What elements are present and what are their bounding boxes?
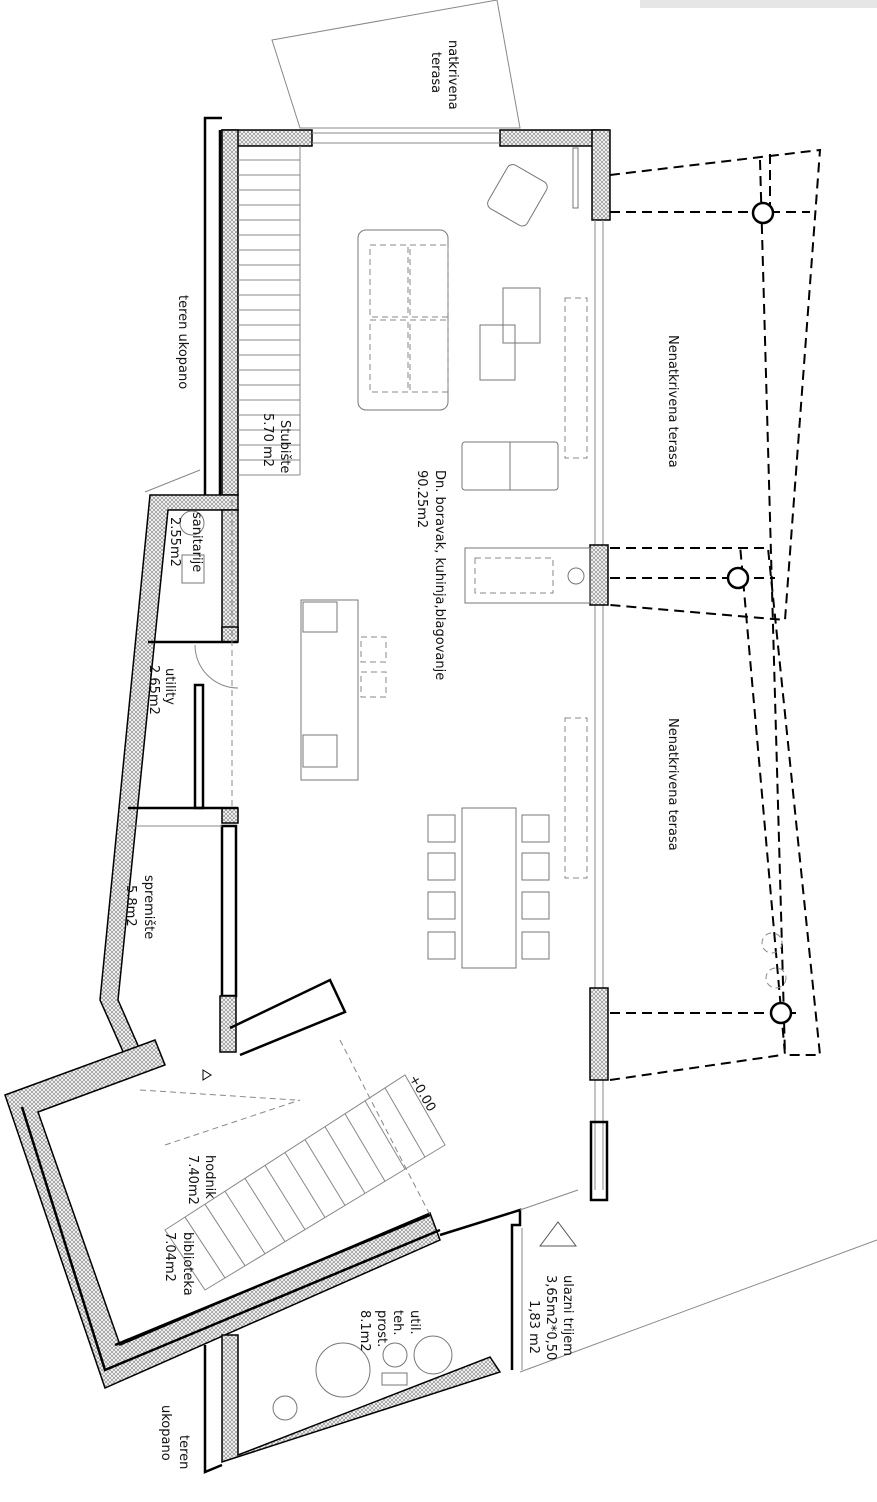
stair-tread: [324, 1126, 366, 1194]
upper-stair-dashed: [139, 1039, 431, 1216]
label-library: biblioteka: [180, 1232, 195, 1296]
direction-arrow-icon: [202, 1069, 212, 1081]
kitchen-island: [300, 599, 359, 781]
label-storage: spremište: [141, 875, 156, 939]
dining-chair: [521, 931, 550, 960]
sofa-cushion: [409, 244, 449, 318]
sofa-cushion: [409, 319, 449, 393]
stair-wall: [203, 116, 239, 496]
right-facade: [589, 220, 609, 1202]
sofa: [357, 229, 449, 411]
dining-table: [461, 807, 517, 969]
dining-chair: [427, 931, 456, 960]
label-terrace-1: Nenatkrivena terasa: [665, 335, 680, 468]
label-ground: teren ukopano: [175, 295, 190, 389]
sofa-cushion: [369, 319, 409, 393]
label-entrance-porch-area: 3,65m2*0,50: [543, 1275, 558, 1360]
stair-tread: [224, 1190, 266, 1255]
dining-chair: [427, 891, 456, 920]
dining-chair: [427, 814, 456, 843]
fireplace: [464, 547, 591, 604]
columns: [726, 201, 793, 1025]
stair-tread: [204, 1203, 246, 1267]
label-ground-bottom: ukopano: [158, 1405, 173, 1461]
label-sanitary-area: 2.55m2: [167, 517, 182, 567]
label-tech-room: util.: [407, 1310, 422, 1335]
column-icon: [751, 201, 775, 225]
label-entrance-porch-area: 1,83 m2: [526, 1300, 541, 1354]
stair-tread: [344, 1113, 386, 1182]
label-utility-area: 2.65m2: [146, 665, 161, 715]
label-hallway: hodnik: [202, 1155, 217, 1199]
stair-tread: [244, 1178, 286, 1242]
covered-terrace-outline: [271, 0, 521, 129]
label-library-area: 7.04m2: [162, 1232, 177, 1282]
label-storage-area: 5.8m2: [123, 885, 138, 927]
label-covered-terrace: terasa: [428, 52, 443, 93]
label-utility: utility: [162, 668, 177, 705]
label-entrance-porch: ulazni trijem: [560, 1275, 575, 1356]
stair-tread: [304, 1139, 346, 1206]
interior-partitions: [128, 500, 239, 1053]
stair-tread: [384, 1087, 426, 1158]
label-sanitary: sanitarije: [189, 512, 204, 572]
staircase-treads: [238, 159, 300, 476]
dining-chair: [427, 852, 456, 881]
dining-chair: [521, 891, 550, 920]
label-tech-room: teh.: [390, 1310, 405, 1335]
label-level: +0.00: [406, 1073, 439, 1115]
library-block: [4, 978, 441, 1390]
main-stair: [164, 1074, 446, 1291]
entrance-triangle-icon: [539, 1221, 577, 1247]
dining-chair: [521, 814, 550, 843]
left-slanted-wall: [99, 494, 239, 1057]
dining-chair: [521, 852, 550, 881]
stair-tread: [364, 1100, 406, 1170]
label-tech-room: prost.: [374, 1310, 389, 1347]
label-staircase-area: 5.70 m2: [260, 413, 275, 467]
label-living-area: 90.25m2: [414, 470, 429, 528]
label-hallway-area: 7.40m2: [185, 1155, 200, 1205]
sofa-cushion: [369, 244, 409, 318]
column-icon: [769, 1001, 793, 1025]
label-covered-terrace: natkrivena: [445, 40, 460, 110]
label-staircase: Stubište: [277, 420, 292, 473]
stair-tread: [264, 1165, 306, 1230]
furniture: [179, 147, 591, 969]
label-living: Dn. boravak, kuhinja,blagovanje: [432, 470, 447, 680]
stair-tread: [184, 1216, 226, 1279]
column-icon: [726, 566, 750, 590]
label-terrace-2: Nenatkrivena terasa: [665, 718, 680, 851]
label-tech-room-area: 8.1m2: [357, 1310, 372, 1352]
armchair: [487, 164, 548, 227]
label-ground-bottom: teren: [176, 1435, 191, 1469]
window-shadow: [640, 0, 877, 8]
tech-room: [203, 1189, 877, 1474]
stair-tread: [284, 1152, 326, 1218]
terraces: [609, 148, 822, 1081]
